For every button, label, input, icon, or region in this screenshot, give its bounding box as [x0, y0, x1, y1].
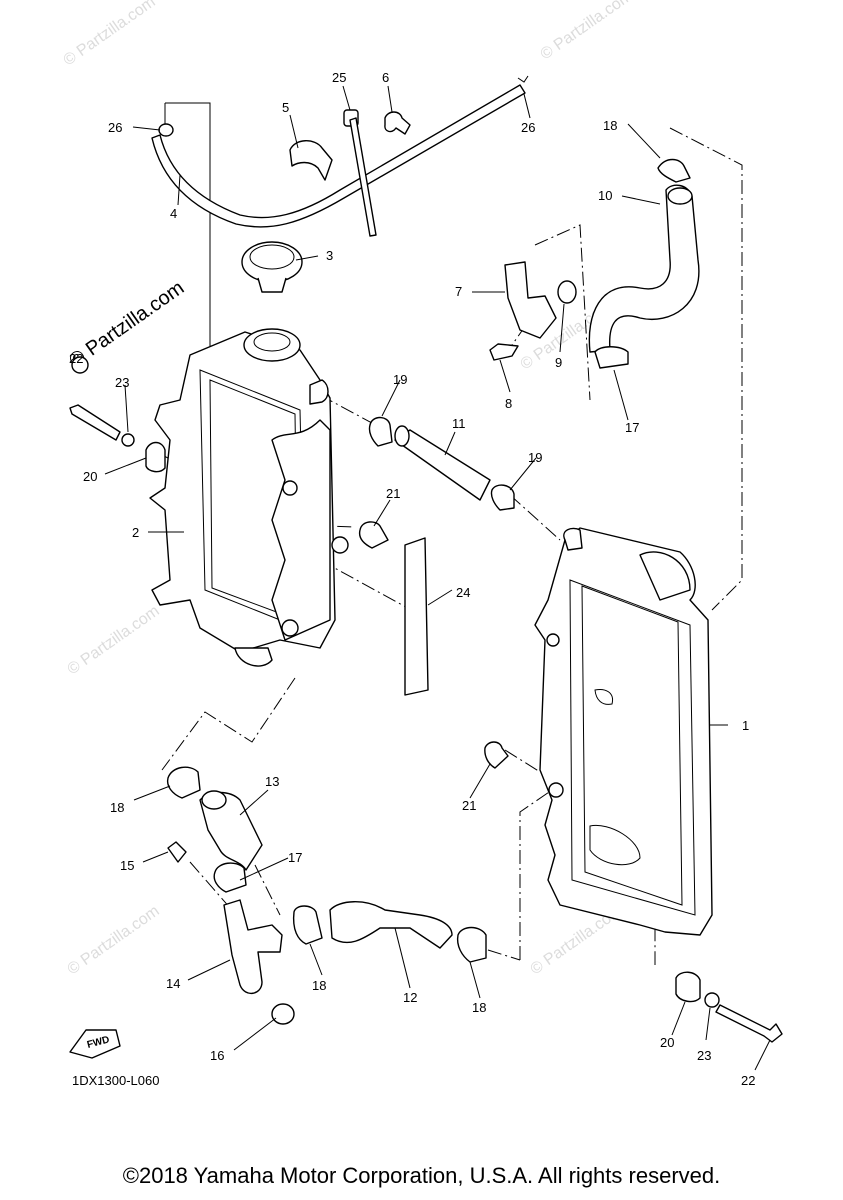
lower-outlet [234, 647, 273, 667]
watermark: © Partzilla.com [65, 603, 163, 679]
hose-12 [329, 901, 453, 949]
pipe-11 [394, 429, 491, 501]
callout-25: 25 [332, 70, 346, 85]
left-radiator [149, 328, 349, 667]
clamp-18 [657, 158, 691, 183]
callout-16: 16 [210, 1048, 224, 1063]
foam-strip [404, 537, 429, 696]
clamp-18-mid [292, 905, 323, 945]
callout-7: 7 [455, 284, 462, 299]
right-bolt-stack [675, 971, 783, 1043]
hose-10 [588, 184, 700, 353]
callout-26a: 26 [108, 120, 122, 135]
clamp-18-lower [456, 926, 487, 963]
bolt-21 [358, 521, 389, 549]
fwd-arrow: FWD [69, 1029, 121, 1059]
callout-21a: 21 [386, 486, 400, 501]
bolt-8 [489, 343, 519, 361]
callout-12: 12 [403, 990, 417, 1005]
callout-21b: 21 [462, 798, 476, 813]
callout-15: 15 [120, 858, 134, 873]
callout-5: 5 [282, 100, 289, 115]
callout-22a: 22 [69, 351, 83, 366]
callout-14: 14 [166, 976, 180, 991]
clamp-17-lower [213, 862, 247, 893]
callout-11: 11 [452, 416, 466, 431]
upper-right-hose [588, 158, 700, 369]
watermark: © Partzilla.com [538, 0, 636, 63]
nut [71, 356, 89, 374]
clamp-19 [368, 416, 393, 447]
lower-hose-assembly [166, 766, 487, 1025]
watermark: © Partzilla.com [61, 0, 159, 69]
joint-14 [223, 899, 283, 994]
callout-18c: 18 [312, 978, 326, 993]
callout-18b: 18 [110, 800, 124, 815]
leader-lines [104, 85, 771, 1071]
callout-18a: 18 [603, 118, 617, 133]
hose-holder [289, 140, 333, 181]
watermark: © Partzilla.com [65, 903, 163, 979]
callout-23b: 23 [697, 1048, 711, 1063]
clamp-6 [384, 111, 411, 135]
callout-23a: 23 [115, 375, 129, 390]
clamp-19b [490, 484, 515, 511]
filler-neck [243, 328, 301, 362]
callout-13: 13 [265, 774, 279, 789]
breather-hose [151, 75, 529, 228]
callout-19a: 19 [393, 372, 407, 387]
bolt-22 [715, 1004, 783, 1043]
copyright-notice: ©2018 Yamaha Motor Corporation, U.S.A. A… [122, 1163, 721, 1188]
callout-17a: 17 [288, 850, 302, 865]
callouts: 1 2 3 4 5 6 7 8 9 10 11 12 13 14 15 16 1… [69, 70, 755, 1088]
upper-pipe-assembly [358, 416, 515, 549]
callout-19b: 19 [528, 450, 542, 465]
callout-6: 6 [382, 70, 389, 85]
callout-24: 24 [456, 585, 470, 600]
radiator-cap [241, 241, 303, 293]
o-ring-9 [557, 280, 577, 304]
grommet [145, 441, 166, 473]
right-radiator [534, 527, 713, 936]
washer-23 [704, 992, 720, 1008]
inlet [563, 527, 583, 551]
fitting-assembly [489, 261, 577, 361]
fitting-7 [504, 261, 557, 339]
cable-tie [343, 109, 377, 237]
upper-outlet [309, 379, 329, 405]
callout-10: 10 [598, 188, 612, 203]
clamp-17 [594, 346, 629, 369]
callout-20a: 20 [83, 469, 97, 484]
bolt-15 [167, 841, 187, 863]
o-ring-16 [271, 1003, 295, 1025]
callout-18d: 18 [472, 1000, 486, 1015]
drawing-code: 1DX1300-L060 [72, 1073, 159, 1088]
callout-8: 8 [505, 396, 512, 411]
bolt-21-right [484, 741, 509, 769]
grommet-20 [675, 971, 701, 1003]
bolt [69, 404, 121, 441]
callout-20b: 20 [660, 1035, 674, 1050]
callout-22b: 22 [741, 1073, 755, 1088]
left-bolt-stack [69, 356, 166, 473]
callout-3: 3 [326, 248, 333, 263]
callout-26b: 26 [521, 120, 535, 135]
callout-9: 9 [555, 355, 562, 370]
callout-1: 1 [742, 718, 749, 733]
hose-clip [158, 123, 174, 137]
callout-4: 4 [170, 206, 177, 221]
callout-2: 2 [132, 525, 139, 540]
callout-17b: 17 [625, 420, 639, 435]
clamp-18-upper [166, 766, 201, 799]
washer [121, 433, 135, 447]
